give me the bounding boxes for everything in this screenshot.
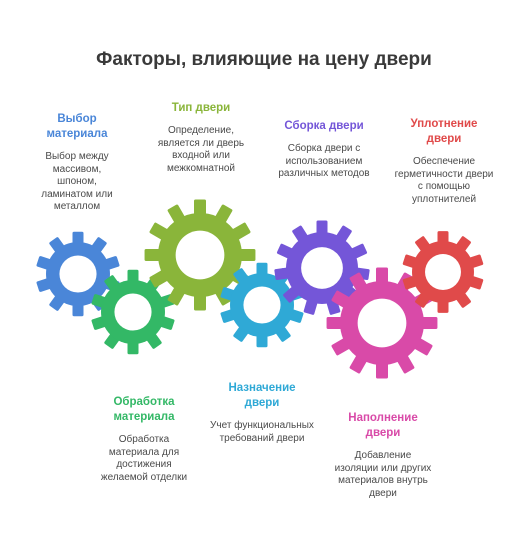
factor-name: Выбор материала — [46, 113, 108, 140]
factor-name: Назначение двери — [228, 382, 296, 409]
gear-tooth — [194, 199, 206, 217]
factor-name: Обработка материала — [113, 396, 175, 423]
factor-desc: Обработка материала для достижения желае… — [100, 434, 188, 483]
gear-hole — [357, 298, 407, 348]
factor-material-processing: Обработка материала Обработка материала … — [98, 395, 190, 484]
factor-door-assembly: Сборка двери Сборка двери с использовани… — [276, 119, 372, 181]
gear-tooth — [144, 249, 162, 261]
gear-red-icon — [402, 231, 484, 313]
factor-door-sealing: Уплотнение двери Обеспечение герметичнос… — [394, 117, 494, 206]
factor-name: Тип двери — [171, 102, 231, 114]
gear-tooth — [420, 317, 438, 329]
gear-hole — [114, 293, 152, 331]
gear-olive-icon — [144, 199, 256, 311]
gear-hole — [175, 230, 225, 280]
gear-tooth — [376, 361, 388, 379]
gear-hole — [425, 254, 461, 290]
factor-door-purpose: Назначение двери Учет функциональных тре… — [210, 381, 314, 445]
gear-pink-icon — [326, 267, 438, 379]
factor-desc: Добавление изоляции или других материало… — [334, 450, 432, 499]
gear-green-icon — [91, 269, 175, 355]
gear-tooth — [194, 293, 206, 311]
gear-cyan-icon — [220, 262, 304, 348]
gear-tooth — [376, 267, 388, 285]
gear-hole — [243, 286, 281, 324]
gear-tooth — [326, 317, 344, 329]
factor-desc: Обеспечение герметичности двери с помощь… — [394, 156, 494, 205]
gear-hole — [301, 247, 343, 289]
gear-purple-icon — [274, 220, 370, 315]
factor-desc: Выбор между массивом, шпоном, ламинатом … — [41, 151, 113, 212]
factor-door-type: Тип двери Определение, является ли дверь… — [153, 101, 249, 175]
factor-door-filling: Наполнение двери Добавление изоляции или… — [333, 411, 433, 500]
factor-desc: Определение, является ли дверь входной и… — [157, 125, 245, 174]
gear-blue-icon — [36, 231, 120, 317]
gear-tooth — [238, 249, 256, 261]
factor-name: Сборка двери — [284, 120, 364, 132]
page-title: Факторы, влияющие на цену двери — [96, 49, 432, 70]
factor-name: Уплотнение двери — [410, 118, 478, 145]
factor-desc: Сборка двери с использованием различных … — [278, 143, 370, 179]
factor-desc: Учет функциональных требований двери — [210, 420, 314, 444]
factor-material-choice: Выбор материала Выбор между массивом, шп… — [33, 112, 121, 214]
factor-name: Наполнение двери — [348, 412, 418, 439]
gear-hole — [59, 255, 97, 293]
